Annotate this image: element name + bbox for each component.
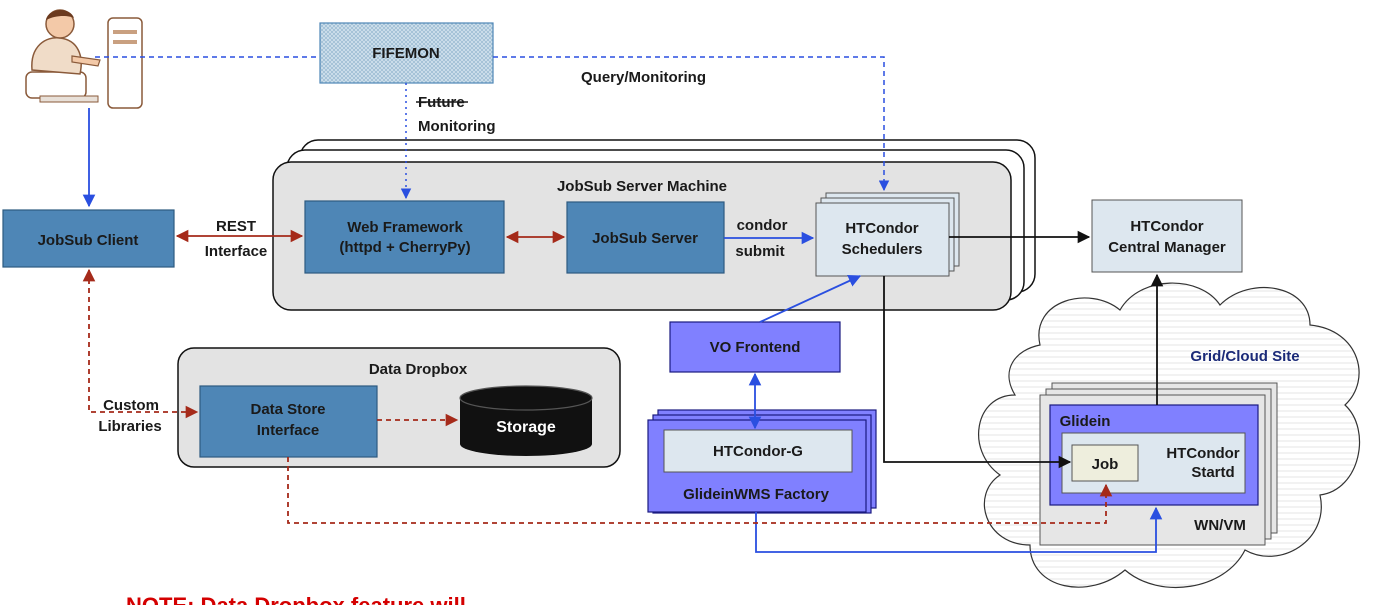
condor-line1: condor — [737, 217, 788, 234]
central-manager-line2: Central Manager — [1108, 239, 1226, 256]
htcondor-g-label: HTCondor-G — [713, 443, 803, 460]
glideinwms-factory-label: GlideinWMS Factory — [683, 486, 830, 503]
note-text: NOTE: Data Dropbox feature will — [126, 593, 466, 605]
data-store-interface-box: Data Store Interface — [199, 385, 378, 458]
custom-line2: Libraries — [98, 418, 161, 435]
jobsub-server-machine-label: JobSub Server Machine — [557, 178, 727, 195]
startd-line1: HTCondor — [1166, 445, 1239, 462]
data-dropbox-label: Data Dropbox — [369, 361, 468, 378]
factory-to-glidein-arrow — [755, 506, 1163, 553]
job-label: Job — [1092, 456, 1119, 473]
vo-frontend-box: VO Frontend — [669, 321, 841, 373]
red-arrows — [82, 229, 1113, 524]
web-framework-box: Web Framework (httpd + CherryPy) — [304, 200, 505, 274]
user-at-computer-icon — [25, 9, 143, 109]
monitoring-lines — [95, 56, 890, 200]
schedulers-to-job-arrow — [883, 276, 1072, 469]
central-manager-line1: HTCondor — [1130, 218, 1203, 235]
data-store-line1: Data Store — [250, 401, 325, 418]
jobsub-server-label: JobSub Server — [592, 230, 698, 247]
black-arrows — [883, 230, 1164, 469]
client-datastore-arrow — [82, 268, 199, 419]
jobsub-server-box: JobSub Server — [566, 201, 725, 274]
storage-cylinder: Storage — [459, 385, 593, 456]
wn-vm-label: WN/VM — [1194, 517, 1246, 534]
grid-cloud-site-label: Grid/Cloud Site — [1190, 348, 1299, 365]
web-framework-line2: (httpd + CherryPy) — [339, 239, 470, 256]
rest-line2: Interface — [205, 243, 268, 260]
datastore-job-arrow — [287, 457, 1113, 524]
fifemon-label: FIFEMON — [372, 45, 440, 62]
schedulers-line1: HTCondor — [845, 220, 918, 237]
frontend-to-schedulers-arrow — [759, 275, 862, 323]
edge-labels: Query/Monitoring Future Monitoring REST … — [98, 69, 787, 435]
jobsub-client-box: JobSub Client — [2, 209, 175, 268]
custom-line1: Custom — [103, 397, 159, 414]
fifemon-to-schedulers-line — [493, 56, 890, 192]
monitoring-label: Monitoring — [418, 118, 495, 135]
schedulers-line2: Schedulers — [842, 241, 923, 258]
storage-label: Storage — [496, 419, 556, 436]
condor-line2: submit — [735, 243, 784, 260]
vo-frontend-label: VO Frontend — [710, 339, 801, 356]
startd-line2: Startd — [1191, 464, 1234, 481]
jobsub-client-label: JobSub Client — [38, 232, 139, 249]
web-framework-line1: Web Framework — [347, 219, 463, 236]
glideinwms-factory-box: HTCondor-G GlideinWMS Factory — [647, 409, 877, 514]
blue-arrows — [82, 108, 1163, 553]
query-monitoring-label: Query/Monitoring — [581, 69, 706, 86]
fifemon-box: FIFEMON — [319, 22, 494, 84]
job-box: Job — [1071, 444, 1139, 482]
central-manager-box: HTCondor Central Manager — [1091, 199, 1243, 273]
rest-line1: REST — [216, 218, 256, 235]
glidein-label: Glidein — [1060, 413, 1111, 430]
data-store-line2: Interface — [257, 422, 320, 439]
htcondor-schedulers-box: HTCondor Schedulers — [815, 192, 960, 277]
